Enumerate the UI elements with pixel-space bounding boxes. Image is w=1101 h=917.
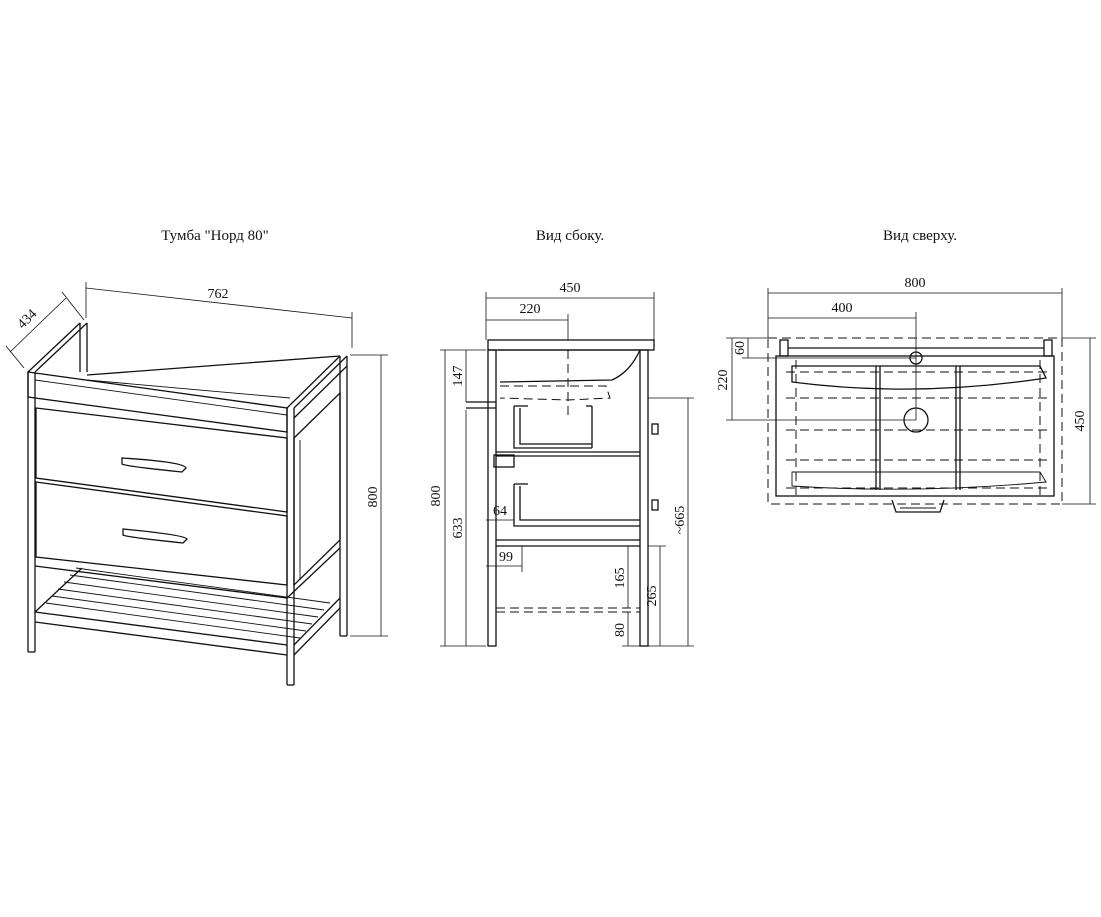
dim-side-64: 64 — [493, 504, 507, 519]
title-iso-view: Тумба "Норд 80" — [161, 228, 269, 244]
dim-top-width: 800 — [905, 276, 926, 291]
title-side-view: Вид сбоку. — [535, 228, 605, 244]
iso-drawers — [35, 391, 341, 587]
dim-side-633: 633 — [451, 518, 466, 539]
top-view: 800 400 450 60 220 — [716, 276, 1096, 513]
dim-side-99: 99 — [499, 550, 513, 565]
dim-top-tap-offset: 60 — [733, 341, 748, 355]
side-body — [466, 339, 659, 647]
dim-side-165: 165 — [613, 568, 628, 589]
dim-side-665: ~665 — [673, 506, 688, 535]
iso-frame — [27, 322, 348, 686]
dim-side-basin-depth: 147 — [451, 366, 466, 387]
side-dimensions: 450 220 800 147 633 64 — [429, 281, 694, 647]
dim-side-depth: 450 — [560, 281, 581, 296]
top-body — [767, 337, 1063, 513]
dim-side-265: 265 — [645, 586, 660, 607]
drawer-handle-upper — [121, 457, 187, 473]
dim-top-depth: 450 — [1073, 411, 1088, 432]
title-top-view: Вид сверху. — [883, 228, 957, 244]
dim-top-center: 400 — [832, 301, 853, 316]
dim-side-drain-offset: 220 — [520, 302, 541, 317]
side-view: 450 220 800 147 633 64 — [429, 281, 694, 647]
dim-top-drain-offset: 220 — [716, 370, 731, 391]
iso-dimensions: 762 434 800 — [5, 282, 388, 637]
dim-iso-width: 762 — [208, 287, 229, 302]
iso-shelf — [34, 547, 341, 656]
dim-side-80: 80 — [613, 623, 628, 637]
dim-side-height: 800 — [429, 486, 444, 507]
iso-view: 762 434 800 — [5, 282, 388, 686]
dim-iso-depth: 434 — [15, 307, 40, 332]
top-dimensions: 800 400 450 60 220 — [716, 276, 1096, 505]
drawer-handle-lower — [122, 528, 188, 544]
dim-iso-height: 800 — [366, 487, 381, 508]
